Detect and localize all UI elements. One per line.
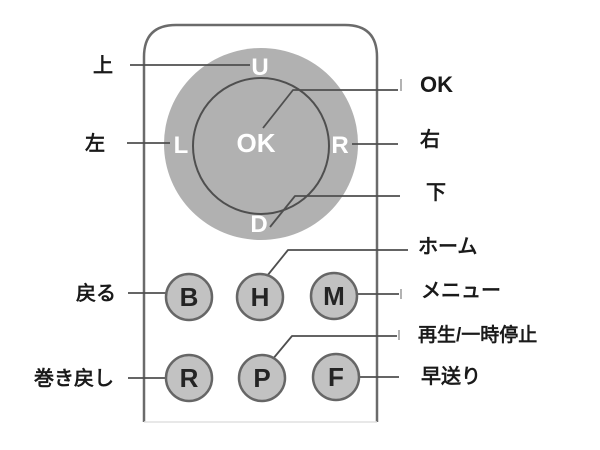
rewind-button[interactable] [164, 353, 214, 403]
play-pause-button-key: P [253, 363, 270, 393]
label-back: 戻る [76, 281, 116, 305]
label-up: 上 [93, 54, 113, 77]
label-fast-forward: 早送り [421, 364, 481, 388]
dpad-right-key[interactable]: R [331, 132, 348, 159]
label-rewind: 巻き戻し [33, 366, 114, 390]
dpad[interactable] [164, 48, 358, 240]
menu-button[interactable] [309, 271, 359, 321]
leader-line-home [266, 249, 408, 277]
back-button-key: B [180, 282, 199, 312]
dpad-left-key[interactable]: L [174, 132, 189, 159]
dpad-inner-ring [192, 77, 330, 215]
rewind-button-key: R [180, 363, 199, 393]
back-button[interactable] [164, 272, 214, 322]
dpad-down-key[interactable]: D [250, 211, 267, 238]
leader-line-down [269, 195, 400, 228]
play-pause-button[interactable] [237, 353, 287, 403]
label-ok: OK [420, 72, 453, 97]
dpad-ok-key[interactable]: OK [237, 128, 276, 158]
menu-button-key: M [323, 281, 345, 311]
label-play-pause: 再生/一時停止 [418, 323, 537, 346]
home-button-key: H [251, 282, 270, 312]
label-menu: メニュー [421, 280, 501, 302]
leader-line-ok [262, 89, 398, 129]
fast-forward-button-key: F [328, 362, 344, 392]
fast-forward-button[interactable] [311, 352, 361, 402]
label-down: 下 [426, 182, 446, 204]
label-left: 左 [85, 131, 105, 155]
label-home: ホーム [418, 236, 477, 258]
home-button[interactable] [235, 272, 285, 322]
leader-line-play-pause [271, 335, 397, 361]
label-right: 右 [420, 127, 440, 151]
dpad-up-key[interactable]: U [251, 54, 268, 81]
